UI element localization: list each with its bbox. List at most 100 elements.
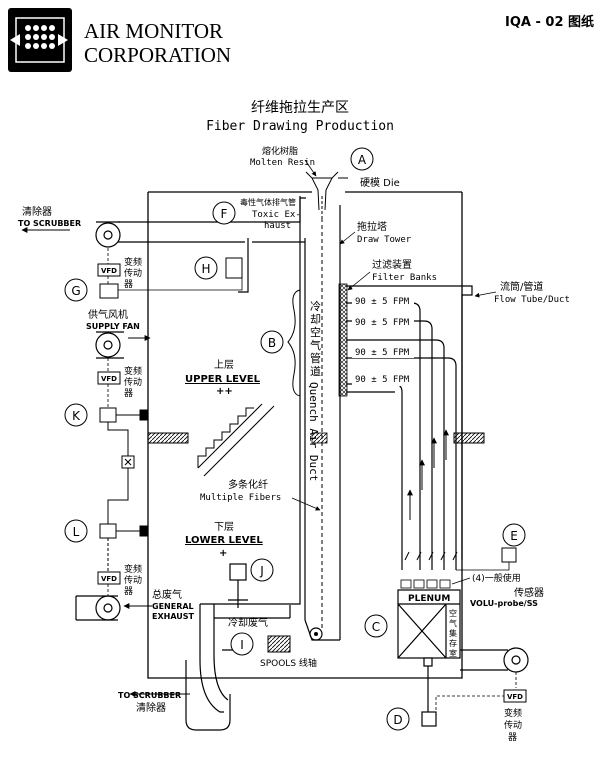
filter-banks-en: Filter Banks xyxy=(372,273,437,283)
lower-level-en: LOWER LEVEL xyxy=(185,535,263,546)
fpm-label-2: 90 ± 5 FPM xyxy=(355,318,410,328)
svg-text:集: 集 xyxy=(449,628,457,638)
svg-text:管: 管 xyxy=(310,351,321,365)
sensor-h-box xyxy=(225,257,243,279)
stairs xyxy=(197,403,275,477)
general-exhaust-fan xyxy=(75,595,121,621)
draw-tower-en: Draw Tower xyxy=(357,235,412,245)
plenum-cn-label: 空 气 集 存 室 xyxy=(449,608,457,658)
vfd-box-4 xyxy=(503,689,527,703)
vfd-cn-1c: 器 xyxy=(124,279,133,290)
die-label: 硬模 Die xyxy=(360,177,400,189)
motor-g xyxy=(99,283,119,299)
cooling-exhaust-duct xyxy=(199,196,301,713)
upper-level-mark: ++ xyxy=(216,386,233,397)
supply-fan-en: SUPPLY FAN xyxy=(86,322,140,331)
svg-text:K: K xyxy=(72,409,81,423)
callout-a: A xyxy=(350,147,374,171)
vfd-cn-3c: 器 xyxy=(124,586,133,597)
upper-level-cn: 上层 xyxy=(214,359,234,371)
scrubber-top-cn: 清除器 xyxy=(22,205,52,218)
svg-text:气: 气 xyxy=(449,618,457,628)
plenum-box xyxy=(397,589,461,659)
svg-text:E: E xyxy=(510,529,518,543)
sensor-cn-2: 传感器 xyxy=(514,586,544,599)
upper-level-en: UPPER LEVEL xyxy=(185,374,261,385)
svg-text:室: 室 xyxy=(449,648,457,658)
toxic-exhaust-en1: Toxic Ex- xyxy=(252,210,301,220)
svg-text:却: 却 xyxy=(310,313,321,326)
title-cn: 纤维拖拉生产区 xyxy=(251,100,349,116)
svg-text:D: D xyxy=(393,713,402,727)
svg-text:F: F xyxy=(221,207,228,221)
vfd-cn-4a: 变频 xyxy=(504,707,522,719)
scrubber-top-en: TO SCRUBBER xyxy=(18,219,81,228)
callout-l: L xyxy=(64,519,88,543)
svg-text:G: G xyxy=(71,284,80,298)
scrubber-bottom-en: TO SCRUBBER xyxy=(118,691,181,700)
company-name-line1: AIR MONITOR xyxy=(84,19,223,43)
flow-tubes xyxy=(346,285,473,570)
svg-text:空: 空 xyxy=(449,608,457,618)
svg-text:J: J xyxy=(259,564,264,578)
svg-text:H: H xyxy=(201,262,210,276)
general-exhaust-en1: GENERAL xyxy=(152,602,194,611)
exhaust-fan-top xyxy=(95,221,121,248)
lower-level-mark: + xyxy=(219,548,227,559)
general-exhaust-en2: EXHAUST xyxy=(152,612,195,621)
spools-label: SPOOLS 线轴 xyxy=(260,657,317,669)
lower-level-cn: 下层 xyxy=(214,521,234,533)
vfd-cn-1b: 传动 xyxy=(124,267,142,279)
callout-b: B xyxy=(260,330,284,354)
plenum-label: PLENUM xyxy=(408,594,450,604)
general-exhaust-cn: 总废气 xyxy=(152,588,182,601)
vfd-box-1 xyxy=(97,263,121,277)
svg-text:A: A xyxy=(358,153,367,167)
svg-text:气: 气 xyxy=(310,338,321,352)
callout-h: H xyxy=(194,256,218,280)
multiple-fibers-cn: 多条化纤 xyxy=(228,478,268,491)
callout-i: I xyxy=(230,632,254,656)
plenum-outlet xyxy=(421,647,529,727)
flow-tube-en: Flow Tube/Duct xyxy=(494,295,570,305)
callout-j: J xyxy=(250,558,274,582)
vfd-label-2: VFD xyxy=(101,375,117,383)
svg-text:冷: 冷 xyxy=(310,300,321,313)
vfd-cn-3a: 变频 xyxy=(124,563,142,575)
draw-tower-cn: 拖拉塔 xyxy=(357,220,387,233)
svg-text:道: 道 xyxy=(310,364,321,378)
callout-d: D xyxy=(386,707,410,731)
fpm-label-1: 90 ± 5 FPM xyxy=(355,297,410,307)
molten-resin-cn: 熔化树脂 xyxy=(262,145,298,157)
vfd-label-1: VFD xyxy=(101,267,117,275)
cooling-exhaust-cn: 冷却废气 xyxy=(228,616,268,629)
toxic-exhaust-cn: 毒性气体排气管 xyxy=(240,197,296,207)
vfd-cn-3b: 传动 xyxy=(124,574,142,586)
vfd-cn-2a: 变频 xyxy=(124,365,142,377)
flow-tube-cn: 流筒/管道 xyxy=(500,280,543,293)
document-id: IQA - 02 图纸 xyxy=(505,14,594,30)
sensor-cn-1: (4)一般使用 xyxy=(472,572,521,584)
callout-e: E xyxy=(502,523,526,547)
supply-fan-cn: 供气风机 xyxy=(88,308,128,321)
company-logo xyxy=(8,8,72,72)
sensor-en: VOLU-probe/SS xyxy=(470,599,538,608)
vfd-box-3 xyxy=(97,571,121,585)
quench-cn-label: 冷 却 空 气 管 道 xyxy=(310,300,321,378)
spools xyxy=(267,635,291,653)
vfd-cn-2b: 传动 xyxy=(124,376,142,388)
filter-banks-cn: 过滤装置 xyxy=(372,258,412,271)
scrubber-bottom-duct xyxy=(185,660,231,731)
vfd-box-2 xyxy=(97,371,121,385)
fpm-label-3: 90 ± 5 FPM xyxy=(355,348,410,358)
fpm-label-4: 90 ± 5 FPM xyxy=(355,375,410,385)
svg-text:L: L xyxy=(73,525,80,539)
quench-air-duct xyxy=(304,205,341,641)
flow-arrows xyxy=(404,429,458,561)
sensor-e-box xyxy=(501,547,517,563)
callout-g: G xyxy=(64,278,88,302)
brace-b xyxy=(287,289,301,397)
vfd-cn-4b: 传动 xyxy=(504,719,522,731)
fiber-spool-roller xyxy=(309,627,323,641)
